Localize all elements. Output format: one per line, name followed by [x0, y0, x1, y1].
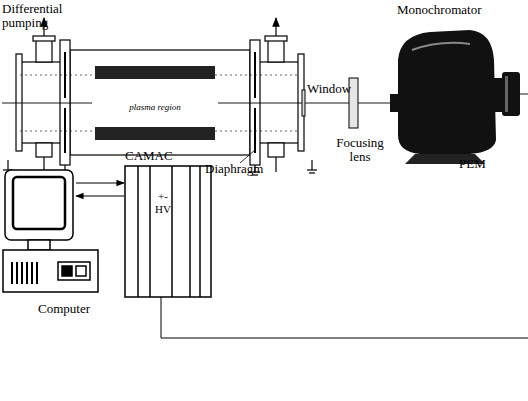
computer-base	[58, 262, 90, 280]
camac-crate: CAMAC +-HV	[125, 146, 215, 298]
computer-monitor	[13, 177, 65, 229]
ground-symbol	[311, 160, 312, 170]
diaphragm	[64, 108, 66, 153]
monochromator-body	[398, 30, 496, 154]
plasma-region: plasma region	[95, 81, 215, 125]
pem-detector-text: PEM	[459, 156, 499, 171]
part-label: Differential pumping	[2, 2, 82, 30]
pumping-port	[265, 36, 287, 41]
computer-base	[3, 250, 98, 292]
computer-monitor	[28, 240, 50, 250]
diaphragm	[65, 52, 255, 163]
hv-module: +-HV	[150, 188, 176, 220]
ground-symbol	[307, 169, 317, 170]
diaphragm	[254, 108, 256, 153]
pem-detector	[505, 76, 508, 112]
computer-base	[76, 266, 86, 276]
pumping-port	[268, 143, 284, 157]
camac-crate	[125, 166, 211, 297]
hv-module-text: HV	[150, 203, 176, 216]
pumping-port	[33, 36, 55, 41]
monochromator-body	[390, 30, 496, 164]
computer-base	[26, 262, 28, 284]
vacuum-chamber	[298, 54, 304, 151]
optical-axis	[218, 103, 395, 104]
computer: Computer	[3, 168, 92, 318]
vacuum-chamber	[70, 50, 250, 155]
signal-connector	[76, 182, 124, 183]
pumping-arrow	[275, 157, 276, 172]
computer-base	[11, 262, 13, 284]
ground-symbol	[309, 172, 315, 173]
camac-crate-text: CAMAC	[125, 148, 215, 163]
monochromator-text: Monochromator	[397, 2, 507, 17]
computer-monitor	[5, 170, 73, 240]
electrode	[95, 127, 215, 140]
vacuum-chamber	[60, 40, 70, 165]
hv-cable	[161, 297, 528, 338]
pumping-port	[36, 40, 52, 62]
pumping-port	[36, 143, 52, 157]
part-label: Focusing lens	[330, 136, 390, 164]
computer-monitor	[5, 170, 73, 250]
optical-axis	[520, 94, 528, 95]
window	[302, 90, 305, 116]
monochromator: Monochromator	[393, 2, 507, 28]
computer-text: Computer	[3, 301, 90, 316]
hv-cable	[161, 297, 528, 338]
part-label: Diaphragm	[205, 162, 275, 176]
pumping-arrow	[44, 18, 276, 172]
computer-base	[16, 262, 18, 284]
camac-crate	[199, 166, 201, 297]
part-label: Window	[307, 82, 352, 96]
plasma-region-text: plasma region	[129, 102, 180, 113]
computer-base	[3, 250, 98, 292]
pem-detector	[494, 78, 502, 112]
ground-symbol	[7, 160, 8, 170]
camac-crate	[171, 166, 173, 297]
computer-base	[21, 262, 23, 284]
vacuum-chamber	[16, 54, 22, 151]
hv-module-text: +-	[150, 190, 176, 203]
monochromator-body	[390, 94, 399, 112]
optical-axis	[2, 103, 92, 104]
pem-detector	[502, 72, 520, 116]
vacuum-chamber	[16, 40, 304, 165]
camac-crate	[189, 166, 191, 297]
monochromator-body	[412, 43, 470, 50]
pem-detector: PEM	[455, 150, 499, 174]
pumping-arrow	[275, 18, 276, 36]
diaphragm	[254, 52, 256, 98]
signal-connector	[76, 195, 124, 196]
computer-base	[31, 262, 33, 284]
vacuum-chamber	[250, 40, 260, 165]
computer-base	[12, 262, 37, 284]
pumping-port	[33, 36, 287, 157]
computer-base	[62, 266, 72, 276]
electrode	[95, 66, 215, 140]
pumping-port	[268, 40, 284, 62]
camac-crate	[149, 166, 151, 297]
vacuum-chamber	[258, 62, 300, 143]
pem-detector	[494, 72, 520, 116]
camac-crate	[125, 166, 211, 297]
electrode	[95, 66, 215, 79]
computer-base	[36, 262, 38, 284]
window	[302, 90, 305, 116]
diaphragm	[64, 52, 66, 98]
camac-crate	[137, 166, 139, 297]
